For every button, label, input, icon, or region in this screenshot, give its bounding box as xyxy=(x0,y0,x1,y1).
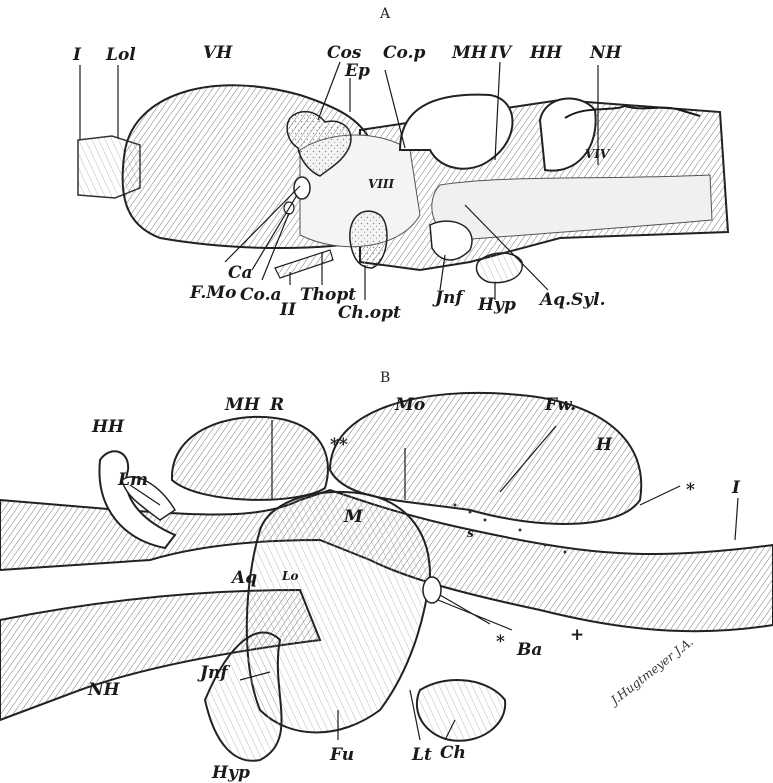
label-b-Lt: Lt xyxy=(411,745,432,765)
label-a-VIII: VIII xyxy=(368,177,395,191)
label-b-R: R xyxy=(269,395,284,415)
label-b-Ba: Ba xyxy=(516,640,542,660)
panel-a: A xyxy=(72,6,728,323)
label-a-MH: MH xyxy=(451,43,488,63)
label-b-s: s xyxy=(467,526,474,540)
midbrain-roof-shape xyxy=(172,417,328,500)
label-a-Ca: Ca xyxy=(228,263,253,283)
label-a-Hyp: Hyp xyxy=(477,295,516,315)
label-a-HH: HH xyxy=(529,43,563,63)
label-a-Ep: Ep xyxy=(344,61,370,81)
label-b-Lo: Lo xyxy=(281,569,298,583)
label-b-M: M xyxy=(343,507,364,527)
label-a-Cos: Cos xyxy=(327,43,362,63)
label-a-Cop: Co.p xyxy=(383,43,425,63)
panel-a-letter: A xyxy=(379,6,391,22)
label-a-Jnf: Jnf xyxy=(432,288,465,308)
chiasm-b-shape xyxy=(417,680,505,741)
basal-body-shape xyxy=(423,577,441,603)
label-a-VH: VH xyxy=(203,43,233,63)
optic-nerve-shape xyxy=(275,250,333,278)
label-a-I: I xyxy=(72,45,82,65)
panel-b: B xyxy=(0,370,773,783)
label-b-dagger: + xyxy=(570,625,584,645)
label-b-Mo: Mo xyxy=(394,395,425,415)
label-b-HH: HH xyxy=(91,417,125,437)
label-b-Jnf: Jnf xyxy=(197,663,230,683)
label-b-Fw: Fw. xyxy=(544,395,576,415)
label-a-VIV: VIV xyxy=(585,147,611,161)
label-a-IV: IV xyxy=(489,43,513,63)
label-b-Hyp: Hyp xyxy=(211,763,250,783)
panel-b-letter: B xyxy=(380,370,390,386)
label-a-II: II xyxy=(279,300,297,320)
label-b-MH: MH xyxy=(224,395,261,415)
label-b-Fu: Fu xyxy=(329,745,354,765)
optic-chiasm-shape xyxy=(350,211,387,268)
label-a-NH: NH xyxy=(589,43,623,63)
label-b-NH: NH xyxy=(87,680,121,700)
label-a-Lol: Lol xyxy=(105,45,136,65)
engraver-signature: J.Hugtmeyer J.A. xyxy=(606,634,696,709)
label-b-asterisk-right: * xyxy=(686,480,695,500)
label-a-FMo: F.Mo xyxy=(189,283,236,303)
label-a-Coa: Co.a xyxy=(240,285,282,305)
infundibulum-shape xyxy=(430,221,472,260)
label-b-Ch: Ch xyxy=(440,743,466,763)
label-b-asterisk-lower: * xyxy=(496,632,505,652)
label-a-AqSyl: Aq.Syl. xyxy=(538,290,606,310)
label-b-Lm: Lm xyxy=(117,470,148,490)
label-a-Chopt: Ch.opt xyxy=(338,303,401,323)
label-b-I: I xyxy=(731,478,741,498)
label-a-Thopt: Thopt xyxy=(300,285,356,305)
label-b-Aq: Aq xyxy=(230,568,257,588)
label-b-H: H xyxy=(595,435,613,455)
label-b-double-asterisk: ** xyxy=(330,435,348,455)
